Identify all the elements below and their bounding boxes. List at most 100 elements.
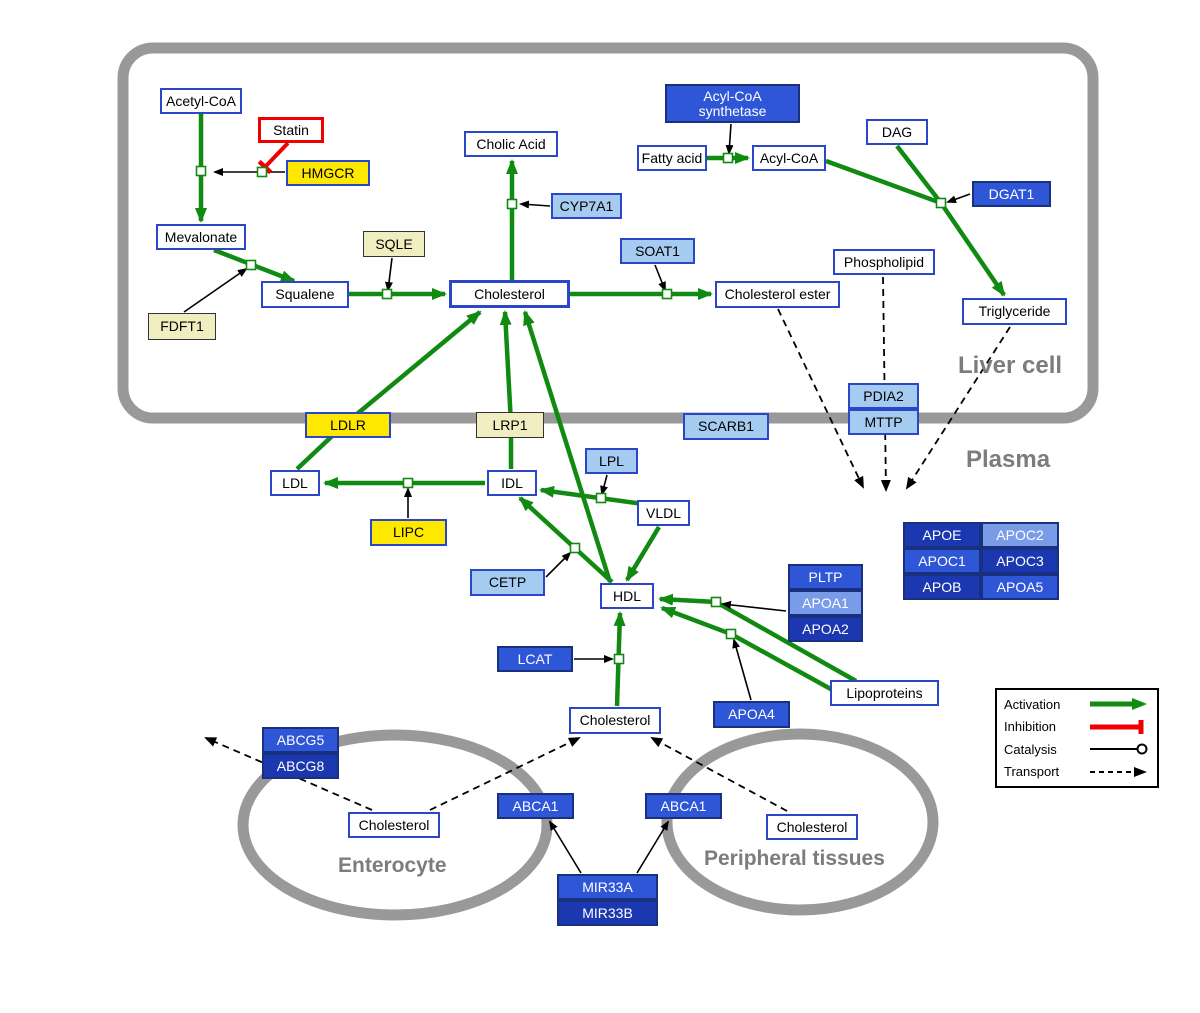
node-idl[interactable]: IDL bbox=[487, 470, 537, 496]
edge-activation bbox=[518, 496, 614, 584]
node-apoc3[interactable]: APOC3 bbox=[981, 548, 1059, 574]
node-abca1-enterocyte[interactable]: ABCA1 bbox=[497, 793, 574, 819]
reaction-node bbox=[595, 492, 607, 504]
node-squalene[interactable]: Squalene bbox=[261, 281, 349, 308]
node-dag[interactable]: DAG bbox=[866, 119, 928, 145]
legend-activation-label: Activation bbox=[1004, 696, 1061, 712]
node-acetyl-coa[interactable]: Acetyl-CoA bbox=[160, 88, 242, 114]
edge-catalysis bbox=[548, 820, 582, 874]
node-abcg8[interactable]: ABCG8 bbox=[262, 753, 339, 779]
enterocyte-outline bbox=[237, 729, 553, 921]
edge-catalysis bbox=[183, 267, 248, 313]
edge-activation bbox=[895, 144, 943, 205]
activation-arrow-icon bbox=[1090, 698, 1147, 711]
node-vldl[interactable]: VLDL bbox=[637, 500, 690, 526]
node-soat1[interactable]: SOAT1 bbox=[620, 238, 695, 264]
edge-transport bbox=[650, 737, 788, 812]
reaction-node bbox=[710, 596, 722, 608]
node-fdft1[interactable]: FDFT1 bbox=[148, 313, 216, 340]
reaction-node bbox=[661, 288, 673, 300]
liver-cell-outline bbox=[117, 42, 1099, 424]
node-cholesterol-peripheral[interactable]: Cholesterol bbox=[766, 814, 858, 840]
plasma-label: Plasma bbox=[966, 446, 1051, 473]
node-scarb1[interactable]: SCARB1 bbox=[683, 413, 769, 440]
node-statin[interactable]: Statin bbox=[258, 117, 324, 143]
edge-catalysis bbox=[385, 257, 393, 292]
node-cholesterol-ester[interactable]: Cholesterol ester bbox=[715, 281, 840, 308]
node-triglyceride[interactable]: Triglyceride bbox=[962, 298, 1067, 325]
node-fatty-acid[interactable]: Fatty acid bbox=[637, 145, 707, 171]
reaction-node bbox=[256, 166, 268, 178]
node-mir33a[interactable]: MIR33A bbox=[557, 874, 658, 900]
node-lipc[interactable]: LIPC bbox=[370, 519, 447, 546]
reaction-node bbox=[935, 197, 947, 209]
node-phospholipid[interactable]: Phospholipid bbox=[833, 249, 935, 275]
reaction-node bbox=[569, 542, 581, 554]
node-apob[interactable]: APOB bbox=[903, 574, 981, 600]
transport-dashed-arrow-icon bbox=[1090, 766, 1147, 777]
node-cholesterol-plasma[interactable]: Cholesterol bbox=[569, 707, 661, 734]
reaction-node bbox=[722, 152, 734, 164]
node-cetp[interactable]: CETP bbox=[470, 569, 545, 596]
node-mevalonate[interactable]: Mevalonate bbox=[156, 224, 246, 250]
node-acyl-coa-synthetase[interactable]: Acyl-CoA synthetase bbox=[665, 84, 800, 123]
node-cholic-acid[interactable]: Cholic Acid bbox=[464, 131, 558, 157]
edge-catalysis bbox=[636, 820, 670, 874]
node-cholesterol-enterocyte[interactable]: Cholesterol bbox=[348, 812, 440, 838]
node-apoa4[interactable]: APOA4 bbox=[713, 701, 790, 728]
legend-transport-label: Transport bbox=[1004, 764, 1060, 780]
node-pltp[interactable]: PLTP bbox=[788, 564, 863, 590]
node-acyl-coa[interactable]: Acyl-CoA bbox=[752, 145, 826, 171]
reaction-node-squares bbox=[195, 152, 947, 665]
node-mttp[interactable]: MTTP bbox=[848, 409, 919, 435]
edge-catalysis bbox=[721, 600, 787, 612]
node-lrp1[interactable]: LRP1 bbox=[476, 412, 544, 438]
edge-activation bbox=[625, 525, 661, 582]
edge-catalysis bbox=[545, 551, 572, 578]
node-lpl[interactable]: LPL bbox=[585, 448, 638, 474]
catalysis-circle-icon bbox=[1090, 743, 1148, 755]
node-apoa1[interactable]: APOA1 bbox=[788, 590, 863, 616]
node-cholesterol-liver[interactable]: Cholesterol bbox=[449, 280, 570, 308]
edge-catalysis bbox=[519, 200, 551, 209]
node-ldlr[interactable]: LDLR bbox=[305, 412, 391, 438]
reaction-node bbox=[402, 477, 414, 489]
enterocyte-label: Enterocyte bbox=[338, 854, 447, 877]
legend-catalysis-label: Catalysis bbox=[1004, 741, 1057, 757]
edge-catalysis bbox=[600, 474, 608, 496]
edge-transport bbox=[777, 308, 864, 489]
node-lcat[interactable]: LCAT bbox=[497, 646, 573, 672]
node-apoa5[interactable]: APOA5 bbox=[981, 574, 1059, 600]
node-pdia2[interactable]: PDIA2 bbox=[848, 383, 919, 409]
reaction-node bbox=[195, 165, 207, 177]
edge-activation bbox=[522, 310, 613, 583]
edge-inhibition bbox=[263, 141, 290, 169]
node-abcg5[interactable]: ABCG5 bbox=[262, 727, 339, 753]
node-apoa2[interactable]: APOA2 bbox=[788, 616, 863, 642]
legend-inhibition-label: Inhibition bbox=[1004, 719, 1057, 735]
edge-transport bbox=[429, 737, 581, 811]
edge-catalysis bbox=[725, 123, 734, 155]
node-apoc1[interactable]: APOC1 bbox=[903, 548, 981, 574]
node-sqle[interactable]: SQLE bbox=[363, 231, 425, 257]
reaction-node bbox=[245, 259, 257, 271]
node-dgat1[interactable]: DGAT1 bbox=[972, 181, 1051, 207]
legend-row-transport: Transport bbox=[1004, 764, 1150, 780]
legend: Activation Inhibition Catalysis Transpor… bbox=[995, 688, 1159, 788]
node-apoc2[interactable]: APOC2 bbox=[981, 522, 1059, 548]
compartment-outlines bbox=[117, 42, 1099, 921]
edge-transport bbox=[905, 326, 1011, 490]
node-mir33b[interactable]: MIR33B bbox=[557, 900, 658, 926]
node-hmgcr[interactable]: HMGCR bbox=[286, 160, 370, 186]
node-cyp7a1[interactable]: CYP7A1 bbox=[551, 193, 622, 219]
node-ldl[interactable]: LDL bbox=[270, 470, 320, 496]
reaction-node bbox=[506, 198, 518, 210]
edge-activation bbox=[825, 158, 942, 206]
node-hdl[interactable]: HDL bbox=[600, 583, 654, 609]
edge-catalysis bbox=[654, 264, 666, 292]
node-abca1-peripheral[interactable]: ABCA1 bbox=[645, 793, 722, 819]
node-apoe[interactable]: APOE bbox=[903, 522, 981, 548]
node-lipoproteins[interactable]: Lipoproteins bbox=[830, 680, 939, 706]
